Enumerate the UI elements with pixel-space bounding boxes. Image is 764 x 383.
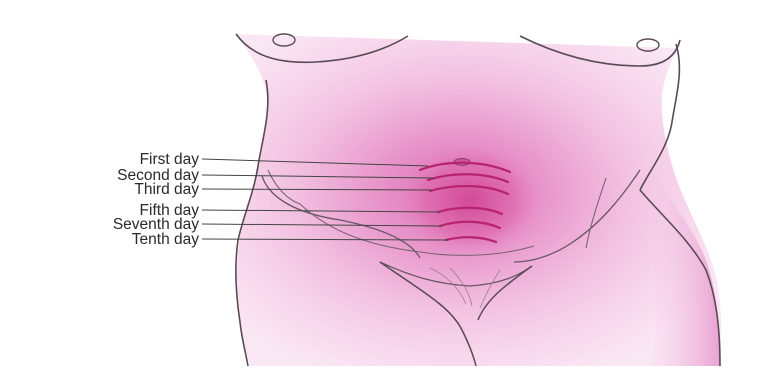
- label-third-day: Third day: [134, 181, 199, 198]
- label-tenth-day: Tenth day: [132, 231, 199, 248]
- uterus-glow: [392, 138, 548, 262]
- label-first-day: First day: [140, 151, 200, 168]
- day-labels: First day Second day Third day Fifth day…: [113, 151, 199, 248]
